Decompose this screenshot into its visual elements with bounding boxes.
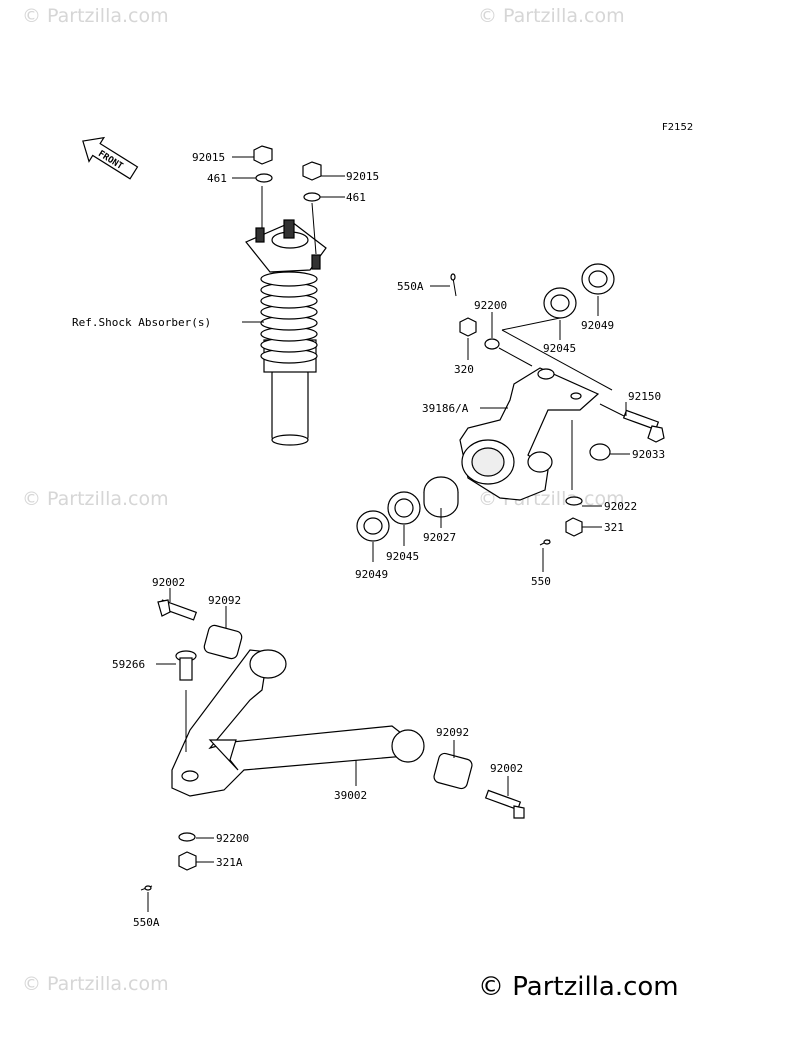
part-label: 92033 [632, 448, 665, 461]
part-label: 92015 [192, 151, 225, 164]
arm-fasteners [140, 599, 525, 891]
part-label: 321 [604, 521, 624, 534]
watermark-text: © Partzilla.com [22, 488, 169, 510]
part-label: 320 [454, 363, 474, 376]
a-arm [171, 649, 425, 797]
watermark-text: © Partzilla.com [478, 5, 625, 27]
part-label: 92027 [423, 531, 456, 544]
steering-knuckle [459, 367, 600, 501]
part-label: 92150 [628, 390, 661, 403]
part-label: 92200 [474, 299, 507, 312]
part-label: 92002 [152, 576, 185, 589]
part-label: 550A [397, 280, 424, 293]
watermark-text: © Partzilla.com [22, 973, 169, 995]
part-label: 92049 [355, 568, 388, 581]
part-label: 92045 [386, 550, 419, 563]
front-arrow-icon: FRONT [82, 136, 139, 180]
part-label: 550A [133, 916, 160, 929]
ref-label: Ref.Shock Absorber(s) [72, 316, 211, 329]
part-label: 461 [207, 172, 227, 185]
part-label: 92092 [436, 726, 469, 739]
part-label: 92002 [490, 762, 523, 775]
part-label: 92092 [208, 594, 241, 607]
figure-code: F2152 [662, 122, 693, 133]
shock-absorber [245, 219, 327, 446]
part-label: 39186/A [422, 402, 469, 415]
part-label: 59266 [112, 658, 145, 671]
bearings-lower [356, 476, 459, 542]
part-label: 92022 [604, 500, 637, 513]
knuckle-fasteners [539, 403, 665, 546]
part-label: 461 [346, 191, 366, 204]
leader-lines [147, 156, 630, 912]
part-label: 92200 [216, 832, 249, 845]
part-label: 92049 [581, 319, 614, 332]
part-label: 92015 [346, 170, 379, 183]
watermark-text: © Partzilla.com [22, 5, 169, 27]
part-label: 92045 [543, 342, 576, 355]
watermark-main: © Partzilla.com [478, 972, 679, 1002]
bearings-upper [450, 263, 615, 391]
part-label: 39002 [334, 789, 367, 802]
part-label: 550 [531, 575, 551, 588]
part-label: 321A [216, 856, 243, 869]
part-labels: 92015 461 92015 461 Ref.Shock Absorber(s… [72, 151, 665, 929]
